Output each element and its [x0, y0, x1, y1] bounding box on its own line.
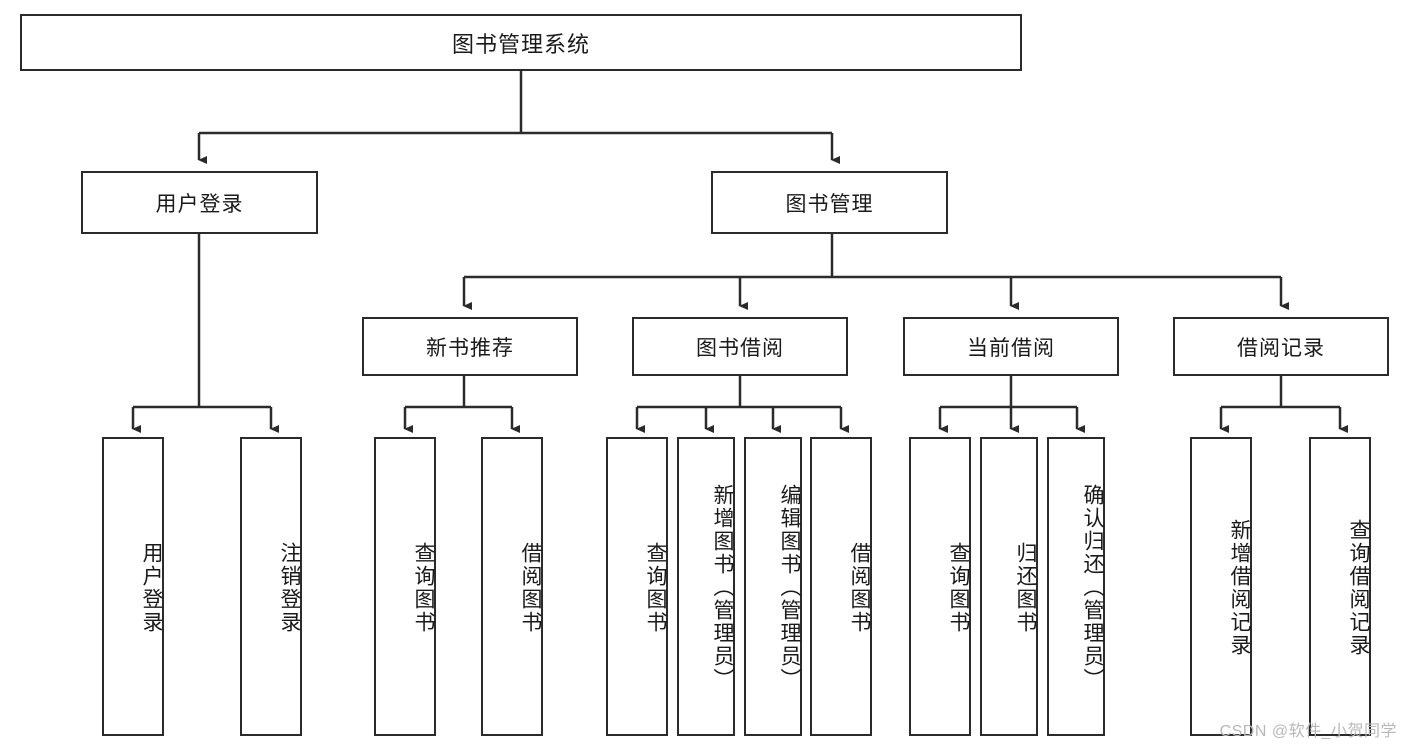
leaf-query-book-current[interactable]: 查询图书 [909, 437, 971, 736]
node-current-borrow[interactable]: 当前借阅 [903, 317, 1119, 376]
leaf-query-book-borrow[interactable]: 查询图书 [606, 437, 668, 736]
node-label: 用户登录 [140, 541, 163, 634]
node-label: 图书借阅 [696, 336, 784, 360]
node-label: 当前借阅 [967, 336, 1055, 360]
csdn-watermark: CSDN @软件_小贺同学 [1219, 723, 1397, 740]
node-root-system[interactable]: 图书管理系统 [20, 14, 1022, 71]
node-label: 图书管理 [785, 192, 874, 216]
node-label: 注销登录 [278, 541, 301, 634]
node-label: 查询图书 [644, 541, 667, 634]
node-label: 归还图书 [1014, 541, 1037, 634]
node-new-book-recommend[interactable]: 新书推荐 [362, 317, 578, 376]
leaf-query-borrow-record[interactable]: 查询借阅记录 [1309, 437, 1371, 736]
leaf-edit-book-admin[interactable]: 编辑图书（管理员） [744, 437, 802, 736]
node-borrow-record[interactable]: 借阅记录 [1173, 317, 1389, 376]
leaf-borrow-book-recommend[interactable]: 借阅图书 [481, 437, 543, 736]
leaf-borrow-book[interactable]: 借阅图书 [810, 437, 872, 736]
node-book-borrow[interactable]: 图书借阅 [632, 317, 848, 376]
node-label: 确认归还（管理员） [1081, 484, 1104, 691]
node-label: 编辑图书（管理员） [778, 484, 801, 691]
node-user-login[interactable]: 用户登录 [81, 171, 318, 234]
leaf-user-login[interactable]: 用户登录 [102, 437, 164, 736]
node-label: 用户登录 [155, 192, 244, 216]
node-label: 新增图书（管理员） [711, 484, 734, 691]
node-label: 图书管理系统 [451, 31, 590, 57]
leaf-logout[interactable]: 注销登录 [240, 437, 302, 736]
node-label: 借阅记录 [1237, 336, 1325, 360]
leaf-query-book-recommend[interactable]: 查询图书 [374, 437, 436, 736]
leaf-confirm-return-admin[interactable]: 确认归还（管理员） [1047, 437, 1105, 736]
node-label: 新增借阅记录 [1228, 518, 1251, 657]
node-book-management[interactable]: 图书管理 [711, 171, 948, 234]
leaf-return-book[interactable]: 归还图书 [980, 437, 1038, 736]
leaf-add-book-admin[interactable]: 新增图书（管理员） [677, 437, 735, 736]
node-label: 借阅图书 [519, 541, 542, 634]
node-label: 借阅图书 [848, 541, 871, 634]
node-label: 查询图书 [947, 541, 970, 634]
leaf-add-borrow-record[interactable]: 新增借阅记录 [1190, 437, 1252, 736]
node-label: 查询图书 [412, 541, 435, 634]
node-label: 新书推荐 [426, 336, 514, 360]
node-label: 查询借阅记录 [1347, 518, 1370, 657]
